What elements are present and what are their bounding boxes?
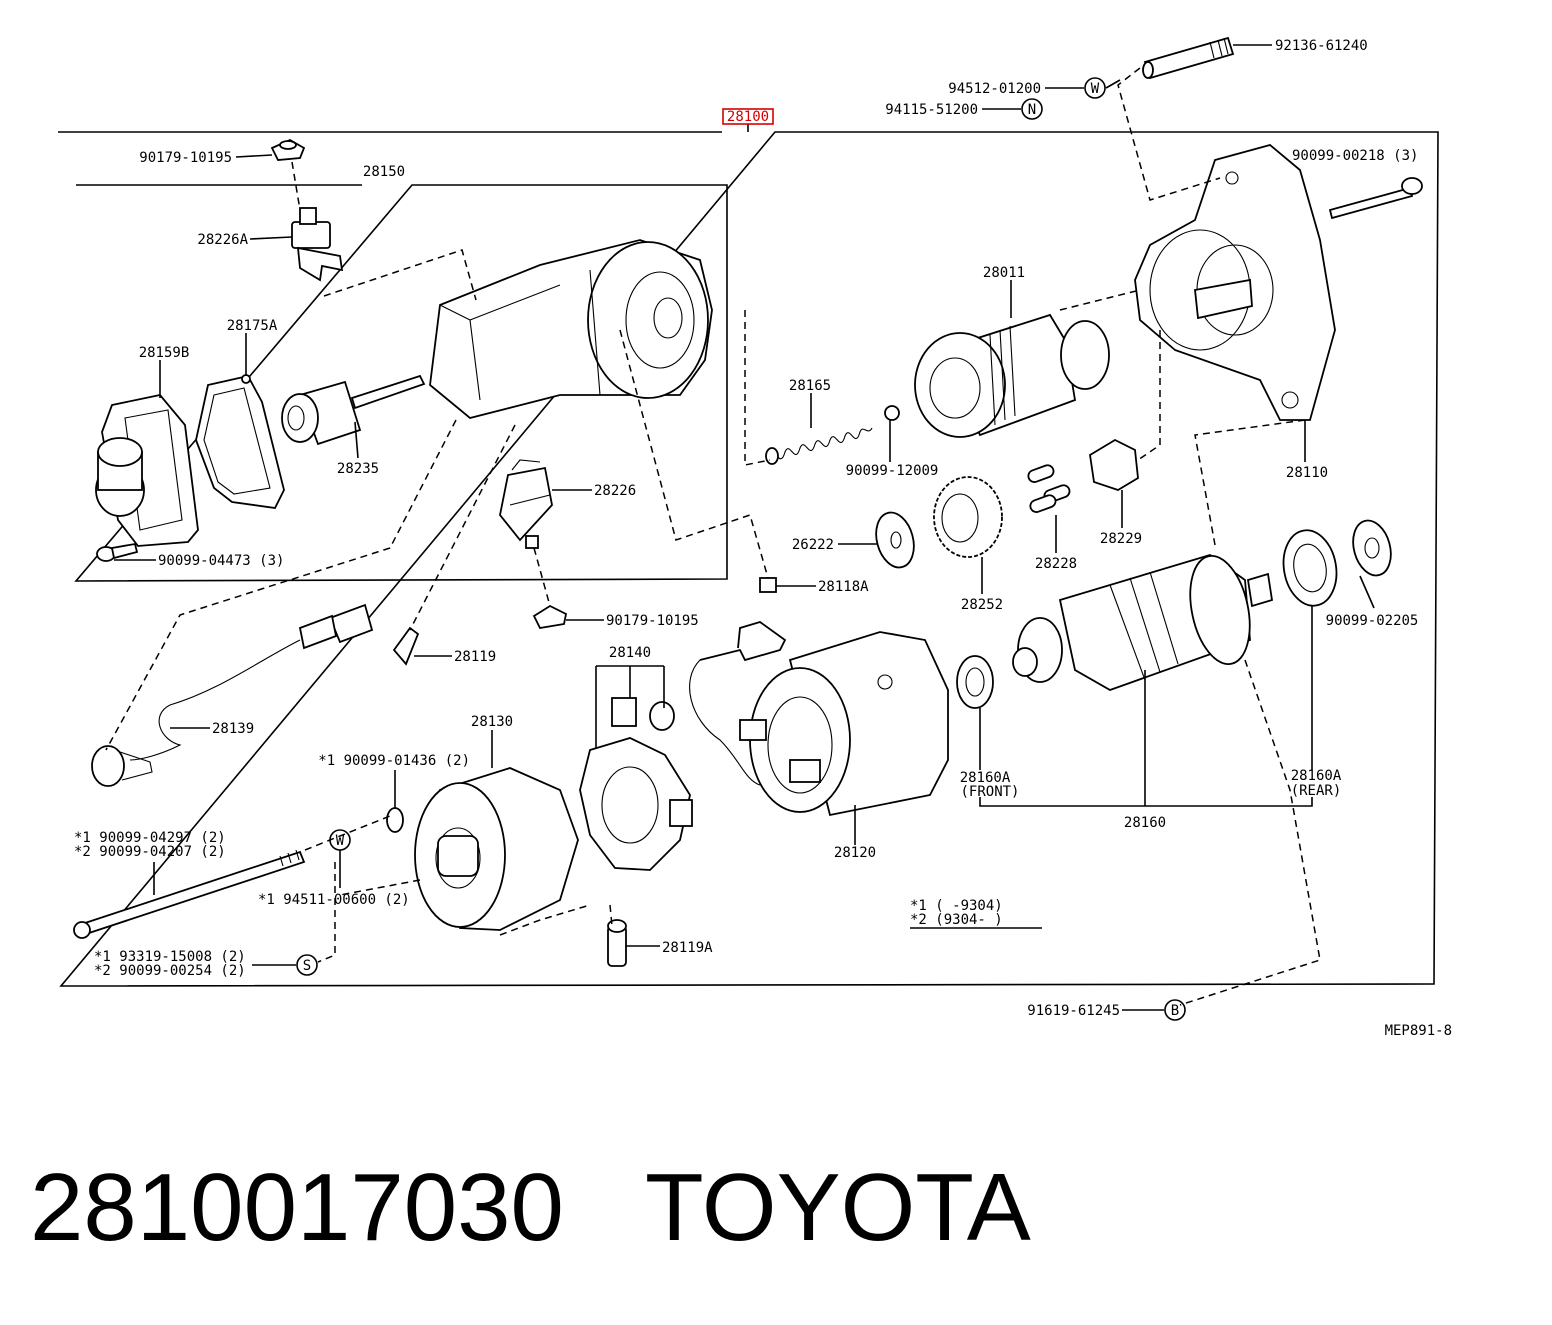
label-28119A: 28119A: [662, 940, 713, 956]
part-28118A: [759, 577, 777, 593]
rollers-28228: [1027, 464, 1071, 513]
symbol-w1-text: W: [1091, 81, 1100, 97]
part-28119: [392, 626, 420, 666]
washer-symbol-w2: [329, 829, 351, 851]
steel-ball: [884, 405, 900, 421]
label-28140: 28140: [609, 645, 651, 661]
washer-symbol-w1: [1084, 77, 1106, 99]
part-labels: 92136-61240 94512-01200 94115-51200 9017…: [74, 38, 1452, 1039]
symbol-circles: W N W S B: [296, 77, 1186, 1021]
label-92136-61240: 92136-61240: [1275, 38, 1368, 54]
label-28235: 28235: [337, 461, 379, 477]
label-28252: 28252: [961, 597, 1003, 613]
label-90099-04297: *1 90099-04297 (2): [74, 830, 226, 846]
lead-wire-28139: [91, 603, 374, 787]
cap-nut-mid: [532, 604, 568, 629]
o-ring: [386, 807, 404, 833]
label-90179-10195-mid: 90179-10195: [606, 613, 699, 629]
stud-bolt: [1142, 36, 1235, 80]
bearing-rear: [1282, 529, 1338, 607]
gasket-28175A: [195, 374, 285, 509]
label-90099-04473: 90099-04473 (3): [158, 553, 284, 569]
yoke-28120: [689, 621, 949, 817]
label-28119: 28119: [454, 649, 496, 665]
starter-housing: [429, 239, 713, 419]
label-91619-61245: 91619-61245: [1027, 1003, 1120, 1019]
symbol-s1-text: S: [303, 958, 311, 974]
drawing-code: MEP891-8: [1385, 1023, 1452, 1039]
label-28150: 28150: [363, 164, 405, 180]
label-90179-10195-top: 90179-10195: [139, 150, 232, 166]
drive-housing-28110: [1134, 144, 1336, 421]
label-28159B: 28159B: [139, 345, 190, 361]
washer-26222: [875, 511, 915, 569]
label-90099-00254: *2 90099-00254 (2): [94, 963, 246, 979]
main-part-highlight: [722, 108, 774, 125]
label-28130: 28130: [471, 714, 513, 730]
retainer-28229: [1089, 438, 1139, 491]
label-94115-51200: 94115-51200: [885, 102, 978, 118]
label-94512-01200: 94512-01200: [948, 81, 1041, 97]
bearing-front: [956, 655, 994, 709]
gear-28252: [933, 476, 1003, 558]
label-28175A: 28175A: [227, 318, 278, 334]
label-note-1: *1 ( -9304): [910, 898, 1003, 914]
connection-lines: [105, 67, 1321, 1006]
label-28160A-front: 28160A: [960, 770, 1011, 786]
terminal-28226: [499, 459, 553, 549]
main-part-label: 28100: [727, 109, 769, 125]
label-90099-04207: *2 90099-04207 (2): [74, 844, 226, 860]
leader-lines: [114, 44, 1375, 1011]
label-note-2: *2 (9304- ): [910, 912, 1003, 928]
screw-symbol-s1: [296, 954, 318, 976]
footer-brand: TOYOTA: [645, 1154, 1031, 1261]
label-rear: (REAR): [1291, 783, 1342, 799]
end-frame-28130: [414, 767, 579, 931]
symbol-b1-text: B: [1171, 1003, 1179, 1019]
clutch-28011: [914, 313, 1110, 438]
nut-symbol-n1: [1021, 98, 1043, 120]
label-90099-00218: 90099-00218 (3): [1292, 148, 1418, 164]
symbol-n1-text: N: [1028, 102, 1036, 118]
washer-90099-02205: [1352, 519, 1392, 577]
label-28165: 28165: [789, 378, 831, 394]
cap-nut-top: [270, 138, 306, 161]
label-28011: 28011: [983, 265, 1025, 281]
label-90099-01436: *1 90099-01436 (2): [318, 753, 470, 769]
end-cover-28159B: [95, 394, 199, 547]
label-94511-00600: *1 94511-00600 (2): [258, 892, 410, 908]
label-28229: 28229: [1100, 531, 1142, 547]
label-90099-02205: 90099-02205: [1326, 613, 1419, 629]
label-90099-12009: 90099-12009: [846, 463, 939, 479]
label-28120: 28120: [834, 845, 876, 861]
assembly-frame: [58, 131, 1439, 987]
label-28228: 28228: [1035, 556, 1077, 572]
label-28226: 28226: [594, 483, 636, 499]
spring-28165: [765, 427, 873, 465]
brush-holder-28140: [579, 697, 693, 871]
part-28119A: [607, 919, 627, 967]
label-28110: 28110: [1286, 465, 1328, 481]
label-28139: 28139: [212, 721, 254, 737]
through-bolt: [73, 849, 306, 939]
label-28160A-rear: 28160A: [1291, 768, 1342, 784]
label-93319-15008: *1 93319-15008 (2): [94, 949, 246, 965]
symbol-w2-text: W: [336, 833, 345, 849]
terminal-28226A: [291, 207, 344, 282]
label-28118A: 28118A: [818, 579, 869, 595]
armature-28160: [1012, 554, 1274, 691]
plunger-28235: [281, 374, 426, 446]
long-bolt-90099-00218: [1328, 177, 1423, 220]
label-28160: 28160: [1124, 815, 1166, 831]
label-28226A: 28226A: [197, 232, 248, 248]
label-26222: 26222: [792, 537, 834, 553]
label-front: (FRONT): [960, 784, 1019, 800]
bolt-90099-04473: [96, 542, 139, 562]
footer-part-number: 2810017030: [30, 1154, 564, 1261]
bolt-symbol-b1: [1164, 999, 1186, 1021]
